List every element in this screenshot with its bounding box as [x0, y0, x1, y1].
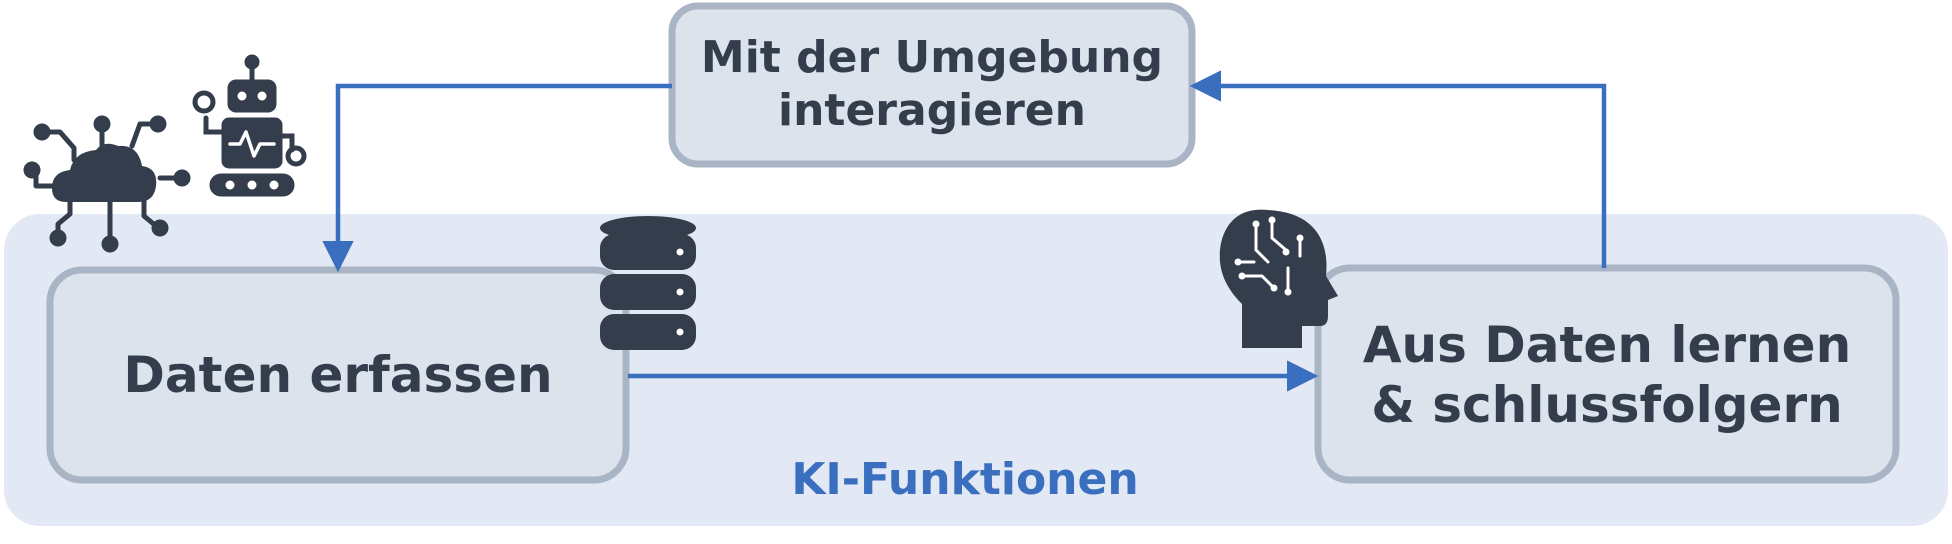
node-collect-label: Daten erfassen: [123, 346, 553, 404]
group-label: KI-Funktionen: [791, 453, 1139, 505]
database-icon: [600, 216, 696, 350]
robot-icon: [192, 54, 307, 197]
cloud-network-icon: [23, 115, 191, 253]
ai-head-icon: [1219, 209, 1338, 348]
node-learn-label: Aus Daten lernen & schlussfolgern: [1362, 316, 1852, 434]
arrow-interact-to-collect: [322, 83, 672, 273]
node-interact-label: Mit der Umgebung interagieren: [700, 32, 1164, 136]
arrow-learn-to-interact: [1189, 70, 1607, 268]
